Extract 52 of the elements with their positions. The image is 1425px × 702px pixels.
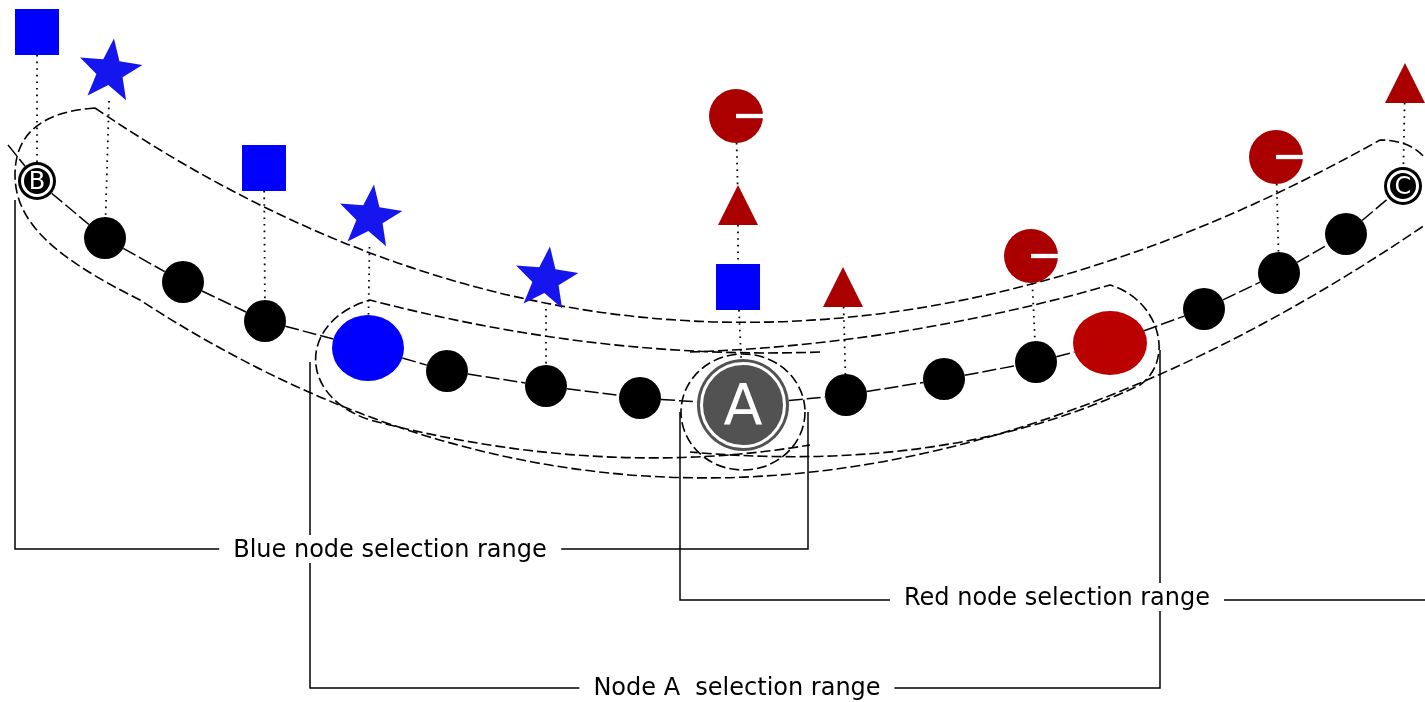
node-dot	[825, 374, 867, 416]
connector-line	[401, 357, 428, 366]
dotted-line	[104, 100, 110, 218]
node-letter: C	[1394, 174, 1412, 198]
labeled-node-circle	[697, 359, 789, 451]
node-dot	[1258, 252, 1300, 294]
node-dot	[244, 300, 286, 342]
dotted-line	[738, 309, 742, 360]
labeled-node-circle	[18, 162, 56, 200]
node-dot	[84, 217, 126, 259]
range-label: Blue node selection range	[219, 535, 561, 563]
node-dot	[1015, 341, 1057, 383]
connector-line	[963, 365, 1017, 376]
dotted-line	[545, 308, 547, 366]
dotted-line	[842, 306, 847, 375]
node-letter: B	[28, 169, 46, 193]
node-dot	[525, 365, 567, 407]
dotted-line	[1275, 183, 1280, 253]
node-dot	[619, 377, 661, 419]
split-circle-marker	[709, 89, 763, 143]
node-dot	[162, 261, 204, 303]
connector-line	[50, 192, 90, 226]
split-circle-marker	[1004, 229, 1058, 283]
dotted-line	[367, 246, 371, 316]
node-dot	[426, 350, 468, 392]
square-marker	[716, 264, 760, 310]
connector-line	[1361, 197, 1390, 222]
square-marker	[15, 9, 59, 55]
connector-line	[1222, 281, 1261, 301]
triangle-marker	[718, 185, 758, 225]
connector-line	[284, 325, 335, 340]
triangle-marker	[1385, 63, 1425, 103]
highlighted-node-circle	[1073, 311, 1147, 375]
labeled-node-circle	[1384, 167, 1422, 205]
range-label: Red node selection range	[890, 583, 1224, 611]
dotted-line	[263, 190, 266, 301]
range-label: Node A selection range	[579, 673, 895, 701]
connector-line	[201, 290, 247, 313]
square-marker	[242, 145, 286, 191]
split-circle-marker	[1249, 130, 1303, 184]
node-dot	[1183, 288, 1225, 330]
connector-line	[7, 144, 26, 167]
node-dot	[923, 358, 965, 400]
node-letter: A	[723, 376, 763, 434]
connector-line	[467, 373, 526, 384]
triangle-marker	[823, 267, 863, 307]
connector-line	[1143, 315, 1186, 332]
connector-line	[865, 381, 925, 393]
connector-line	[122, 247, 166, 273]
dotted-line	[36, 54, 38, 163]
node-dot	[1325, 213, 1367, 255]
dotted-line	[735, 142, 739, 186]
